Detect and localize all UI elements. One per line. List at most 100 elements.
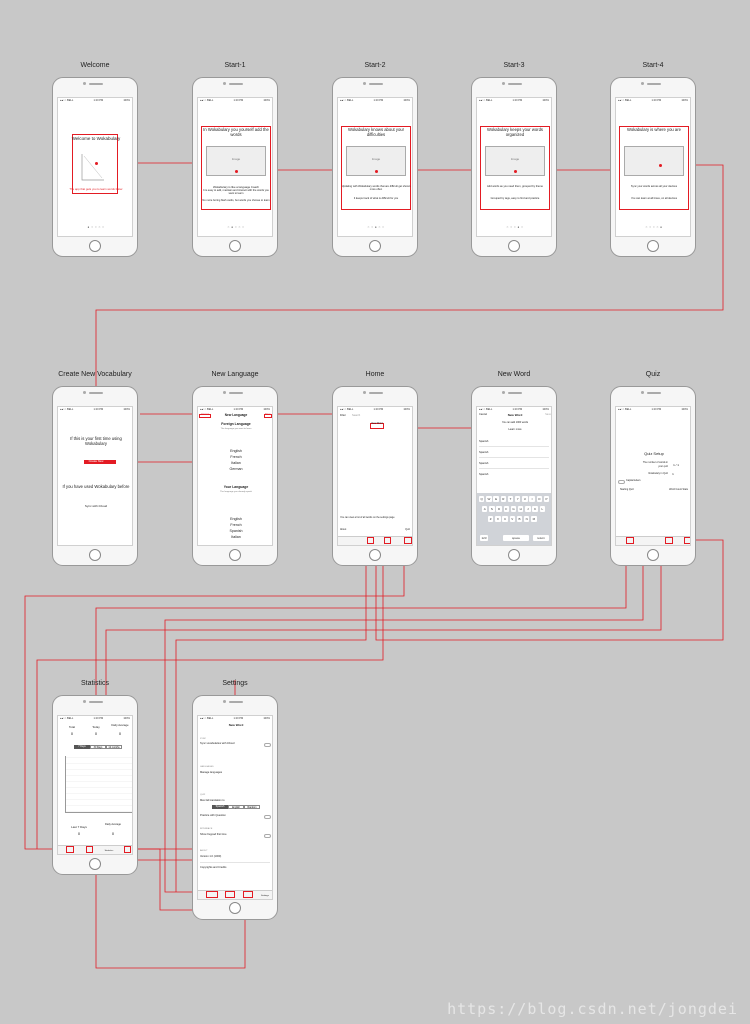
- numbers-key[interactable]: 123: [480, 535, 488, 541]
- home-button[interactable]: [369, 549, 381, 561]
- key-l[interactable]: L: [539, 506, 545, 512]
- learn-more-link[interactable]: Learn more: [508, 428, 522, 431]
- home-button[interactable]: [508, 240, 520, 252]
- show-keypad-row[interactable]: Show Keypad first time: [200, 833, 227, 836]
- key-m[interactable]: M: [531, 516, 537, 522]
- key-z[interactable]: Z: [488, 516, 494, 522]
- key-n[interactable]: N: [524, 516, 530, 522]
- sync-toggle[interactable]: [264, 743, 271, 747]
- key-u[interactable]: U: [522, 496, 528, 502]
- key-x[interactable]: X: [495, 516, 501, 522]
- about-link[interactable]: About: [340, 528, 347, 531]
- language-option[interactable]: Italian: [231, 461, 241, 465]
- tab-quiz[interactable]: [86, 846, 93, 853]
- home-button[interactable]: [89, 240, 101, 252]
- practice-toggle[interactable]: [264, 815, 271, 819]
- lang-segment-english[interactable]: English: [228, 805, 244, 809]
- home-button[interactable]: [647, 549, 659, 561]
- key-w[interactable]: W: [486, 496, 492, 502]
- word-field[interactable]: Spanish: [479, 440, 489, 443]
- tab-statistics[interactable]: [665, 537, 673, 544]
- period-segment-30[interactable]: 30 Days: [90, 745, 106, 749]
- key-k[interactable]: K: [532, 506, 538, 512]
- language-option[interactable]: Italian: [231, 535, 241, 539]
- key-e[interactable]: E: [493, 496, 499, 502]
- language-option[interactable]: German: [229, 467, 243, 471]
- copyrights-row[interactable]: Copyrights and Credits: [200, 866, 227, 869]
- tab-statistics-active[interactable]: Statistics: [104, 850, 114, 852]
- done-button[interactable]: [264, 414, 272, 418]
- home-button[interactable]: [229, 549, 241, 561]
- add-word-button[interactable]: [370, 423, 384, 429]
- quiz-vocab-value[interactable]: 1: [672, 472, 674, 476]
- save-button[interactable]: Save: [545, 413, 551, 416]
- key-b[interactable]: B: [516, 516, 523, 522]
- key-i[interactable]: I: [529, 496, 535, 502]
- key-a[interactable]: A: [482, 506, 488, 512]
- key-t[interactable]: T: [507, 496, 514, 502]
- quiz-link[interactable]: Quiz: [405, 528, 410, 531]
- key-s[interactable]: S: [489, 506, 495, 512]
- home-button[interactable]: [229, 240, 241, 252]
- key-v[interactable]: V: [509, 516, 515, 522]
- tab-vocabulary[interactable]: [66, 846, 74, 853]
- key-c[interactable]: C: [502, 516, 508, 522]
- period-segment-12[interactable]: 12 months: [106, 745, 122, 749]
- key-f[interactable]: F: [503, 506, 509, 512]
- tab-settings-active[interactable]: Settings: [261, 895, 269, 897]
- sync-icloud-row[interactable]: Sync vocabularies with iCloud: [200, 742, 235, 745]
- sync-icloud-link[interactable]: Sync with iCloud: [84, 504, 108, 508]
- create-new-button[interactable]: [84, 460, 116, 464]
- tab-statistics[interactable]: [243, 891, 253, 898]
- filter-button[interactable]: Filter: [340, 414, 346, 417]
- language-option[interactable]: French: [230, 523, 242, 527]
- key-g[interactable]: G: [510, 506, 517, 512]
- return-key[interactable]: return: [533, 535, 549, 541]
- start2-hotspot[interactable]: [341, 126, 411, 210]
- language-option[interactable]: English: [230, 449, 242, 453]
- lang-segment-random[interactable]: Random: [244, 805, 260, 809]
- word-field[interactable]: Spanish: [479, 462, 489, 465]
- language-option[interactable]: English: [230, 517, 242, 521]
- word-field[interactable]: Spanish: [479, 451, 489, 454]
- tab-settings[interactable]: [124, 846, 131, 853]
- cancel-button[interactable]: Cancel: [479, 413, 488, 416]
- tab-statistics[interactable]: [404, 537, 412, 544]
- tab-vocabulary[interactable]: [206, 891, 218, 898]
- key-y[interactable]: Y: [515, 496, 521, 502]
- key-j[interactable]: J: [525, 506, 531, 512]
- key-q[interactable]: Q: [479, 496, 485, 502]
- home-button[interactable]: [89, 549, 101, 561]
- tab-quiz[interactable]: [384, 537, 391, 544]
- home-button[interactable]: [647, 240, 659, 252]
- key-o[interactable]: O: [536, 496, 542, 502]
- keypad-toggle[interactable]: [264, 834, 271, 838]
- cancel-button[interactable]: [199, 414, 211, 418]
- key-p[interactable]: P: [543, 496, 550, 502]
- lang-segment-spanish[interactable]: Spanish: [212, 805, 228, 809]
- word-count-stats-link[interactable]: Word Count Stats: [669, 488, 688, 491]
- tab-settings[interactable]: [684, 537, 690, 544]
- start-quiz-link[interactable]: Starting Quiz: [620, 488, 634, 491]
- language-option[interactable]: Spanish: [229, 529, 243, 533]
- welcome-hotspot[interactable]: [72, 134, 118, 194]
- capital-letters-toggle[interactable]: [618, 480, 625, 484]
- practice-question-row[interactable]: Practice with Question: [200, 814, 226, 817]
- search-input[interactable]: Search: [352, 414, 361, 417]
- key-d[interactable]: D: [496, 506, 502, 512]
- start4-hotspot[interactable]: [619, 126, 689, 210]
- tab-vocabulary[interactable]: [626, 537, 634, 544]
- word-field[interactable]: Spanish: [479, 473, 489, 476]
- space-key[interactable]: space: [503, 535, 529, 541]
- key-h[interactable]: H: [518, 506, 524, 512]
- home-button[interactable]: [89, 858, 101, 870]
- period-segment-7[interactable]: 7 Days: [74, 745, 90, 749]
- manage-languages-row[interactable]: Manage languages: [200, 771, 223, 774]
- language-option[interactable]: French: [230, 455, 242, 459]
- home-button[interactable]: [508, 549, 520, 561]
- key-r[interactable]: R: [500, 496, 506, 502]
- quiz-words-value[interactable]: 1 / 1: [673, 463, 679, 467]
- home-button[interactable]: [229, 902, 241, 914]
- start1-hotspot[interactable]: [201, 126, 271, 210]
- start3-hotspot[interactable]: [480, 126, 550, 210]
